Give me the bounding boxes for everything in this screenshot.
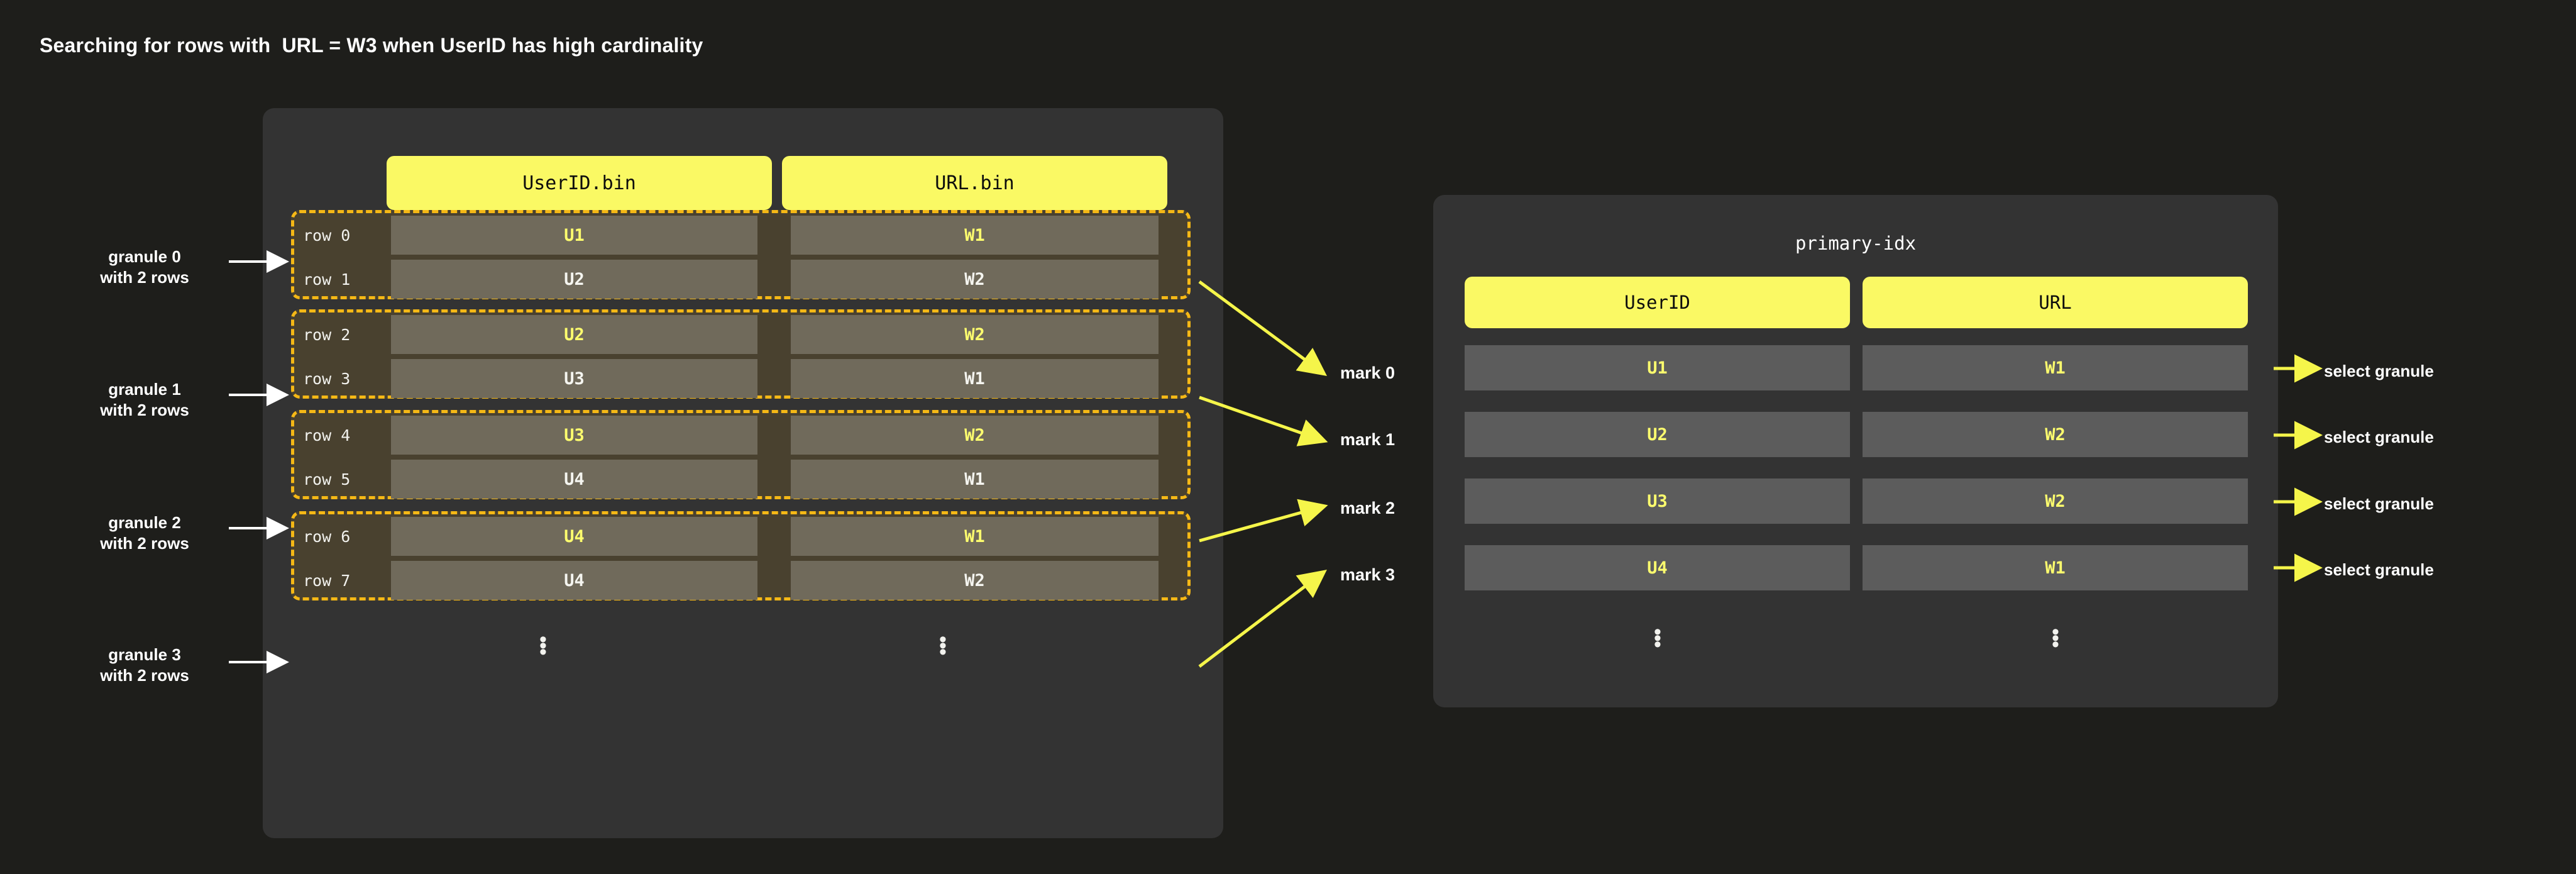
ellipsis-dot: •	[2052, 626, 2059, 650]
granule-callout-3-line2: with 2 rows	[100, 666, 189, 685]
select-granule-arrows	[2274, 354, 2323, 582]
cell-userid: U2	[391, 260, 757, 299]
cell-userid: U3	[391, 359, 757, 398]
cell-url: W2	[791, 561, 1159, 600]
granule-callout-3-line1: granule 3	[108, 645, 181, 664]
table-row: row 6 U4 W1	[294, 517, 1187, 556]
ellipsis-dot: •	[539, 640, 547, 664]
primary-idx-panel: primary-idx UserID URL U1 W1 U2 W2 U3 W2…	[1433, 195, 2278, 707]
granule-callout-0-line2: with 2 rows	[100, 268, 189, 287]
ellipsis-dot: •	[539, 628, 547, 651]
cell-url: W1	[791, 216, 1159, 255]
table-row: row 1 U2 W2	[294, 260, 1187, 299]
granule-box-1: row 2 U2 W2 row 3 U3 W1	[291, 309, 1191, 399]
select-granule-label-1: select granule	[2324, 428, 2434, 446]
index-cell-url: W1	[1863, 545, 2248, 590]
granule-callout-1: granule 1 with 2 rows	[63, 379, 226, 421]
ellipsis-dot: •	[2052, 620, 2059, 644]
index-column-ellipsis-url: • • •	[2049, 620, 2062, 656]
granule-callout-3: granule 3 with 2 rows	[63, 644, 226, 687]
ellipsis-dot: •	[1654, 626, 1661, 650]
cell-userid: U4	[391, 561, 757, 600]
mark-label-3: mark 3	[1340, 565, 1395, 584]
index-column-header-userid: UserID	[1465, 277, 1850, 328]
index-cell-userid: U2	[1465, 412, 1850, 457]
granule-callout-1-line1: granule 1	[108, 380, 181, 399]
column-ellipsis-userid: • • •	[537, 628, 549, 664]
granule-callout-2-line1: granule 2	[108, 513, 181, 532]
index-cell-userid: U3	[1465, 478, 1850, 524]
row-label: row 2	[303, 325, 351, 344]
cell-userid: U3	[391, 416, 757, 455]
mark-label-1: mark 1	[1340, 430, 1395, 449]
cell-url: W1	[791, 359, 1159, 398]
index-column-ellipsis-userid: • • •	[1651, 620, 1664, 656]
ellipsis-dot: •	[539, 634, 547, 658]
select-granule-label-2: select granule	[2324, 494, 2434, 513]
cell-url: W2	[791, 260, 1159, 299]
granule-box-3: row 6 U4 W1 row 7 U4 W2	[291, 511, 1191, 600]
column-header-url-bin: URL.bin	[782, 156, 1167, 210]
cell-userid: U4	[391, 517, 757, 556]
table-row: row 4 U3 W2	[294, 416, 1187, 455]
index-column-header-url: URL	[1863, 277, 2248, 328]
table-row: row 5 U4 W1	[294, 460, 1187, 499]
ellipsis-dot: •	[939, 628, 947, 651]
granule-callout-1-line2: with 2 rows	[100, 401, 189, 420]
select-granule-label-0: select granule	[2324, 362, 2434, 380]
column-header-userid-bin: UserID.bin	[387, 156, 772, 210]
cell-userid: U2	[391, 315, 757, 354]
select-granule-label-3: select granule	[2324, 560, 2434, 579]
primary-idx-title: primary-idx	[1795, 233, 1917, 254]
table-row: row 0 U1 W1	[294, 216, 1187, 255]
ellipsis-dot: •	[1654, 620, 1661, 644]
cell-url: W2	[791, 416, 1159, 455]
cell-url: W1	[791, 460, 1159, 499]
mark-label-2: mark 2	[1340, 499, 1395, 517]
granule-callout-0-line1: granule 0	[108, 247, 181, 266]
row-label: row 6	[303, 527, 351, 546]
row-label: row 4	[303, 426, 351, 445]
ellipsis-dot: •	[939, 640, 947, 664]
cell-userid: U1	[391, 216, 757, 255]
row-label: row 7	[303, 571, 351, 590]
cell-url: W1	[791, 517, 1159, 556]
table-row: row 2 U2 W2	[294, 315, 1187, 354]
granule-callout-2-line2: with 2 rows	[100, 534, 189, 553]
granule-callout-0: granule 0 with 2 rows	[63, 246, 226, 289]
index-cell-url: W2	[1863, 412, 2248, 457]
granule-box-0: row 0 U1 W1 row 1 U2 W2	[291, 210, 1191, 299]
ellipsis-dot: •	[939, 634, 947, 658]
column-ellipsis-url: • • •	[937, 628, 949, 664]
row-label: row 3	[303, 369, 351, 388]
cell-userid: U4	[391, 460, 757, 499]
index-cell-userid: U1	[1465, 345, 1850, 390]
row-label: row 0	[303, 226, 351, 245]
granule-callout-2: granule 2 with 2 rows	[63, 512, 226, 555]
page-title: Searching for rows with URL = W3 when Us…	[40, 34, 703, 57]
ellipsis-dot: •	[1654, 633, 1661, 656]
row-label: row 5	[303, 470, 351, 489]
row-label: row 1	[303, 270, 351, 289]
mark-label-0: mark 0	[1340, 363, 1395, 382]
table-row: row 7 U4 W2	[294, 561, 1187, 600]
index-cell-url: W2	[1863, 478, 2248, 524]
index-cell-userid: U4	[1465, 545, 1850, 590]
ellipsis-dot: •	[2052, 633, 2059, 656]
cell-url: W2	[791, 315, 1159, 354]
index-cell-url: W1	[1863, 345, 2248, 390]
table-row: row 3 U3 W1	[294, 359, 1187, 398]
parts-panel: UserID.bin URL.bin row 0 U1 W1 row 1 U2 …	[263, 108, 1223, 838]
granule-box-2: row 4 U3 W2 row 5 U4 W1	[291, 410, 1191, 499]
